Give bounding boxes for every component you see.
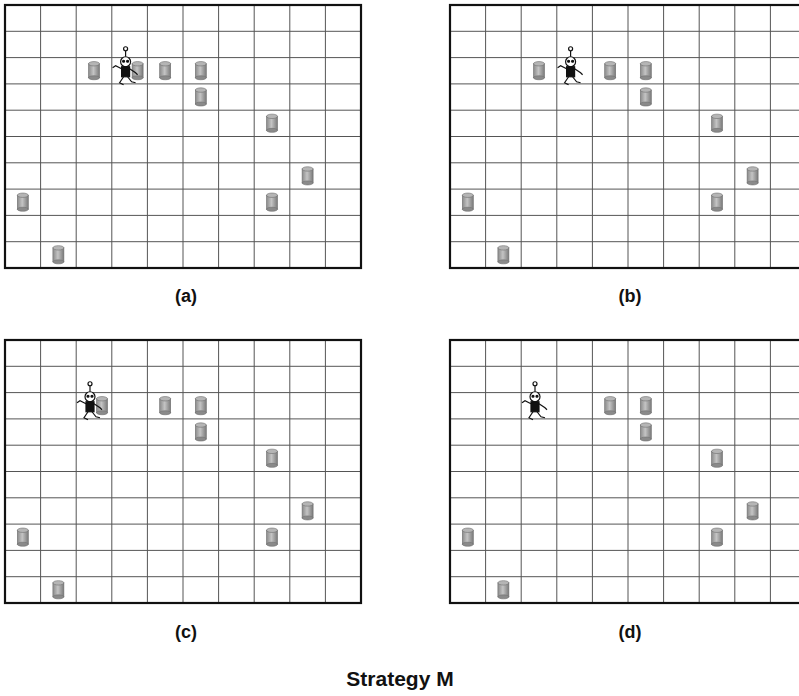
grid-panel [450, 340, 799, 603]
can [97, 397, 108, 415]
can [712, 528, 723, 546]
robot [558, 47, 583, 85]
panel-label: (a) [175, 286, 197, 307]
can [605, 397, 616, 415]
can [302, 167, 313, 185]
can [747, 167, 758, 185]
can [195, 423, 206, 441]
can [160, 62, 171, 80]
can [534, 62, 545, 80]
can [712, 114, 723, 132]
robot [113, 47, 138, 85]
can [195, 62, 206, 80]
grid-panel [5, 340, 361, 603]
can [132, 62, 143, 80]
can [462, 193, 473, 211]
can [267, 114, 278, 132]
can [462, 528, 473, 546]
can [53, 246, 64, 264]
can [160, 397, 171, 415]
can [53, 581, 64, 599]
can [17, 193, 28, 211]
can [640, 88, 651, 106]
can [712, 193, 723, 211]
can [747, 502, 758, 520]
can [89, 62, 100, 80]
robot [77, 382, 102, 420]
can [195, 88, 206, 106]
can [267, 449, 278, 467]
can [498, 246, 509, 264]
can [712, 449, 723, 467]
can [267, 528, 278, 546]
can [195, 397, 206, 415]
panel-label: (b) [619, 286, 642, 307]
can [17, 528, 28, 546]
panel-label: (d) [619, 622, 642, 643]
robot [522, 382, 547, 420]
figure-caption: Strategy M [346, 667, 453, 691]
can [640, 397, 651, 415]
grid-panel [5, 5, 361, 268]
grid-panel [450, 5, 799, 268]
can [640, 423, 651, 441]
can [267, 193, 278, 211]
can [605, 62, 616, 80]
can [302, 502, 313, 520]
can [640, 62, 651, 80]
panel-label: (c) [175, 622, 197, 643]
can [498, 581, 509, 599]
